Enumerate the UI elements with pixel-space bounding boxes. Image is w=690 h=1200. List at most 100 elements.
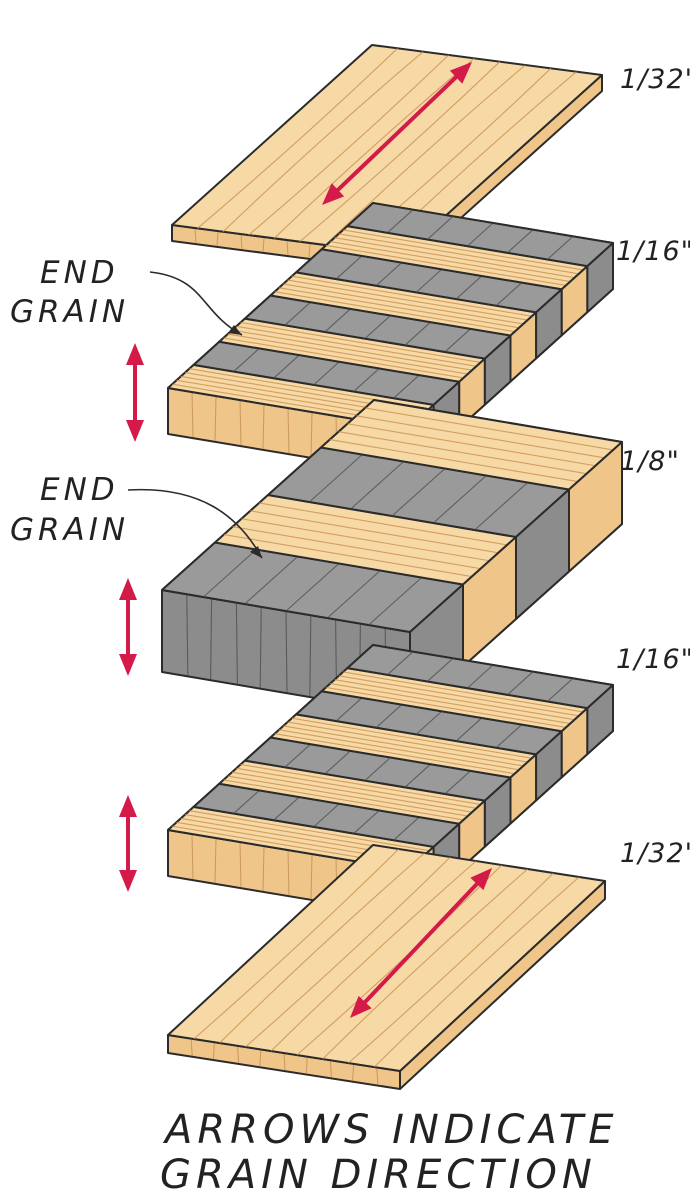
grain-arrow-lower-crossband-head-end [119,870,137,892]
grain-arrow-top-veneer-shaft [329,69,465,198]
lower-crossband-slab-strip-7-endgrain-3 [467,664,494,689]
upper-crossband-slab-strip-5-endgrain-2 [375,262,403,287]
end-grain-leader-2-head [250,546,262,558]
bottom-veneer-slab [167,844,606,1090]
top-veneer-slab-grain-1 [197,47,398,229]
thickness-label-core: 1/8" [620,446,680,477]
core-slab-front-grain-1 [186,595,189,676]
core-slab-strip-1-grain-1 [223,534,472,578]
upper-crossband-slab-strip-2-grain-5 [240,321,481,364]
upper-crossband-slab-strip-2-grain-4 [236,325,477,367]
lower-crossband-slab-strip-5-endgrain-2 [375,704,403,729]
upper-crossband-slab-strip-7-end [586,242,614,314]
lower-crossband-slab-strip-5-endgrain-4 [455,717,483,742]
core-slab-front-grain-3 [235,603,238,684]
upper-crossband-slab-strip-5-endgrain-5 [495,282,523,307]
bottom-veneer-slab-grain-2 [219,852,425,1044]
end-grain-label-2-line2: GRAIN [10,512,129,548]
grain-arrow-top-veneer-head-end [449,62,472,84]
grain-arrow-core-head-start [119,578,137,600]
upper-crossband-slab [167,202,614,475]
grain-arrow-upper-crossband-head-start [126,343,144,365]
core-slab-front-grain-4 [259,607,262,688]
lower-crossband-slab-front-grain-3 [239,842,242,888]
upper-crossband-slab-strip-3-endgrain-2 [324,308,351,333]
lower-crossband-slab-strip-1-endgrain-4 [353,810,380,834]
lower-crossband-slab-strip-7-endgrain-1 [387,651,414,676]
lower-crossband-slab-front-grain-4 [262,846,265,892]
grain-arrow-top-veneer-head-start [322,183,345,205]
lower-crossband-slab-strip-7-endgrain-4 [507,671,534,696]
lower-crossband-slab-strip-2-grain-3 [231,771,473,813]
lower-crossband-slab-strip-6-grain-2 [330,682,571,725]
lower-crossband-slab-front-grain-1 [191,834,194,880]
caption-line1: ARROWS INDICATE [162,1107,619,1153]
end-grain-label-1-line1: END [40,255,119,291]
core-slab-strip-2-endgrain-1 [308,454,363,503]
top-veneer-slab-grain-4 [273,57,475,239]
upper-crossband-slab-strip-1-endgrain-4 [353,368,380,392]
upper-crossband-slab-strip-6-grain-3 [334,237,575,279]
upper-crossband-slab-strip-2-grain-1 [223,337,464,379]
upper-crossband-slab-strip-6-grain-5 [343,229,584,271]
thickness-label-lower-crossband: 1/16" [616,644,690,675]
lower-crossband-slab-strip-7-endgrain-2 [427,657,454,682]
upper-crossband-slab-strip-6-grain-4 [338,233,579,275]
grain-arrow-top-veneer [322,62,472,205]
upper-crossband-slab-strip-3-endgrain-1 [284,301,311,326]
core-slab-strip-0-endgrain-2 [244,556,299,605]
top-veneer-slab-grain-5 [299,61,501,243]
upper-crossband-slab-strip-3-endgrain-3 [364,315,391,340]
lower-crossband-slab-strip-3-endgrain-4 [404,763,431,788]
top-veneer-slab-front-grain-3 [240,234,243,250]
lower-crossband-slab-strip-6-grain-1 [325,686,567,728]
lower-crossband-slab-strip-4-grain-2 [278,729,520,771]
lower-crossband-slab-strip-3-endgrain-5 [444,770,471,795]
core-slab-strip-1-grain-4 [250,510,499,554]
lower-crossband-slab-strip-6-grain-3 [334,679,575,721]
lower-crossband-slab-front-grain-5 [287,850,290,896]
grain-arrow-bottom-veneer-head-end [470,868,492,891]
upper-crossband-slab-strip-4-grain-5 [291,275,532,317]
core-slab-strip-0-endgrain-5 [368,577,423,626]
lower-crossband-slab-strip-3-endgrain-2 [324,750,351,775]
upper-crossband-slab-strip-4-grain-1 [274,291,515,333]
lower-crossband-slab-strip-6-grain-4 [338,675,579,717]
bottom-veneer-slab-front-grain-8 [352,1064,355,1081]
upper-crossband-slab-front-grain-6 [310,412,313,458]
lower-crossband-slab-strip-5-endgrain-1 [335,697,363,722]
core-slab-strip-0-endgrain-1 [202,549,257,598]
core-slab-strip-3-grain-4 [356,415,605,459]
lower-crossband-slab-strip-1-endgrain-2 [273,796,300,821]
core-slab-strip-0-endgrain-4 [326,570,381,619]
thickness-label-upper-crossband: 1/16" [616,236,690,267]
top-veneer-slab-grain-2 [222,51,424,233]
core-slab-strip-3-grain-2 [338,431,587,475]
bottom-veneer-slab-grain-4 [270,860,477,1052]
top-veneer-slab-front-grain-5 [286,240,289,256]
lower-crossband-slab-strip-1-endgrain-5 [393,816,420,841]
core-slab-strip-0-endgrain-3 [285,563,340,612]
core-slab-strip-3-grain-3 [347,423,596,467]
upper-crossband-slab-strip-2-grain-2 [227,333,468,375]
grain-arrow-lower-crossband-head-start [119,795,137,817]
lower-crossband-slab-strip-4-grain-4 [287,721,528,763]
lower-crossband-slab-strip-6-grain-5 [343,671,584,713]
upper-crossband-slab-strip-7-endgrain-4 [507,229,534,254]
lower-crossband-slab-strip-2-grain-2 [227,775,468,817]
upper-crossband-slab-strip-7-endgrain-5 [547,235,574,260]
bottom-veneer-slab-grain-1 [193,848,400,1040]
end-grain-label-2-line1: END [40,472,119,508]
top-veneer-slab-grain-3 [248,54,450,236]
bottom-veneer-slab-front-grain-7 [329,1061,332,1078]
top-veneer-slab-front-grain-4 [262,237,265,253]
end-grain-leader-2 [127,488,263,559]
lower-crossband-slab-strip-7-end [586,684,614,756]
end-grain-label-1-line2: GRAIN [10,294,129,330]
upper-crossband-slab-strip-3-endgrain-5 [444,328,471,353]
upper-crossband-slab-strip-7-endgrain-2 [427,215,454,240]
grain-arrow-bottom-veneer-head-start [350,995,372,1018]
end-grain-leader-1 [149,271,243,336]
core-slab-strip-3-end [568,441,623,573]
upper-crossband-slab-strip-3-endgrain-4 [404,321,431,346]
